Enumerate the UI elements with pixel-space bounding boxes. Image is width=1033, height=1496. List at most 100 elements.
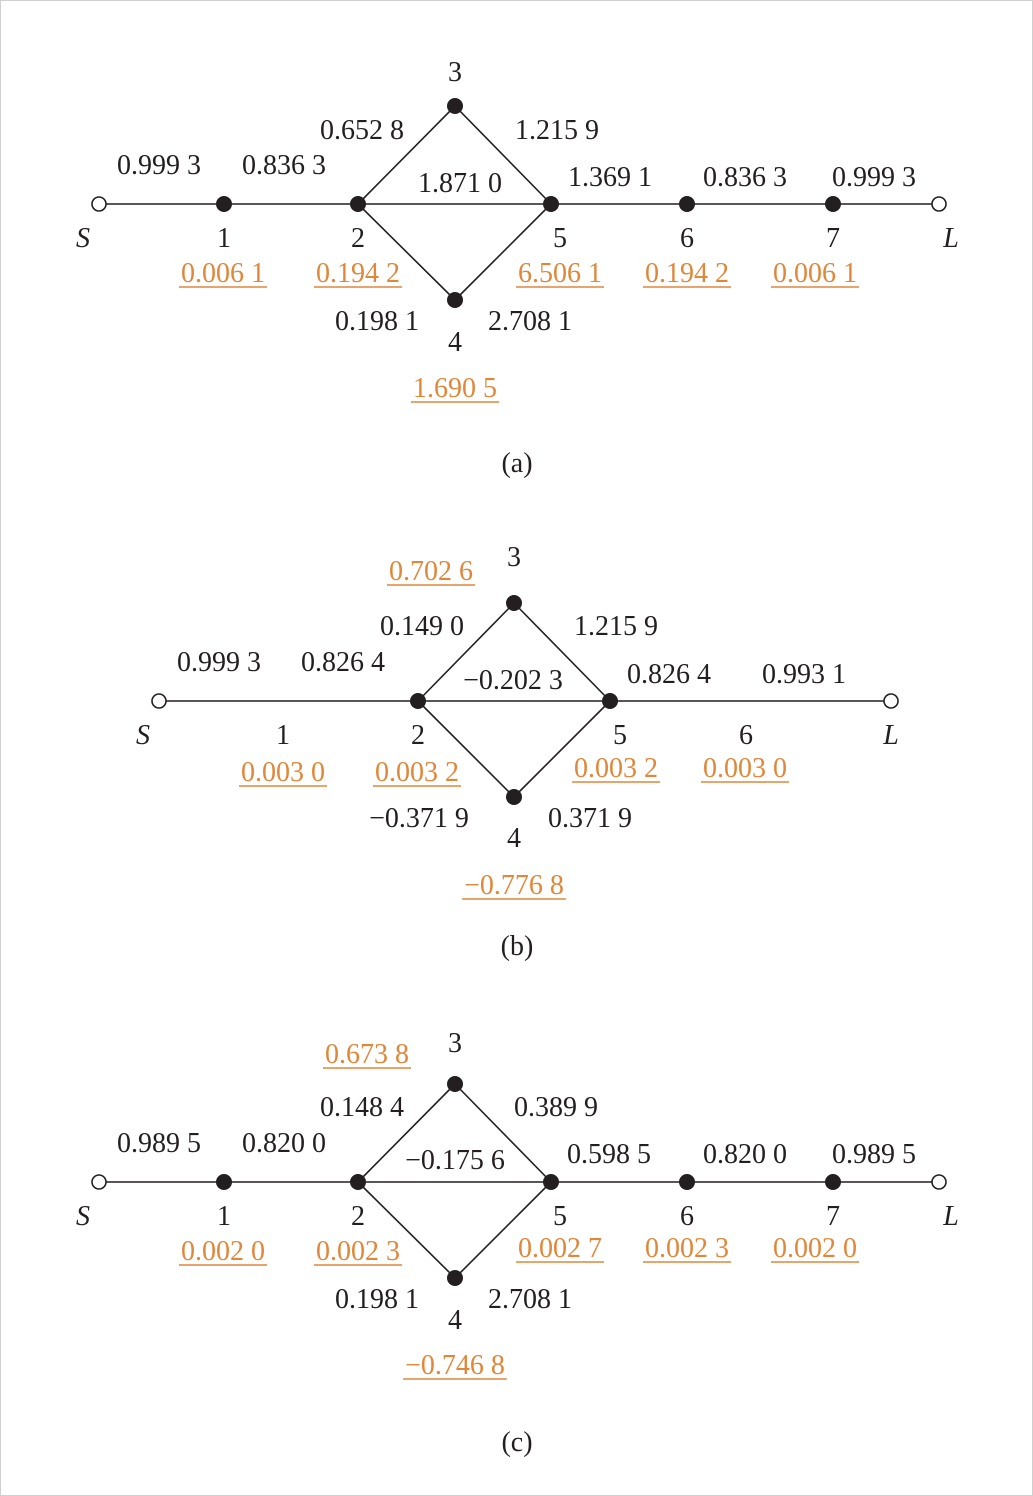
node-label-b-S: S [136, 720, 150, 751]
highlighted-value-a: 0.194 2 [645, 258, 729, 289]
terminal-b-S [151, 693, 167, 709]
edge-value-a: 2.708 1 [488, 306, 572, 337]
edge-c-2-3 [357, 1083, 456, 1183]
caption-a: (a) [501, 448, 532, 479]
node-a-6 [679, 196, 695, 212]
node-label-a-1: 1 [217, 223, 231, 254]
edge-value-b: −0.202 3 [463, 665, 563, 696]
terminal-a-L [931, 196, 947, 212]
highlighted-value-b: 0.003 0 [703, 753, 787, 784]
highlighted-value-c: −0.746 8 [405, 1350, 505, 1381]
node-label-a-7: 7 [826, 223, 840, 254]
highlighted-value-a: 0.006 1 [181, 258, 265, 289]
edge-a-3-5 [454, 105, 552, 205]
node-b-2 [410, 693, 426, 709]
edge-b-4-5 [513, 700, 611, 798]
node-label-c-L: L [942, 1201, 959, 1232]
edge-value-a: 0.198 1 [335, 306, 419, 337]
edge-value-b: −0.371 9 [369, 803, 469, 834]
highlighted-value-c: 0.002 3 [316, 1236, 400, 1267]
edge-value-b: 0.826 4 [627, 659, 711, 690]
edge-value-c: 0.598 5 [567, 1139, 651, 1170]
edge-b-2-4 [417, 700, 515, 798]
edge-value-a: 0.999 3 [117, 150, 201, 181]
edge-value-c: 0.389 9 [514, 1092, 598, 1123]
node-label-c-5: 5 [553, 1201, 567, 1232]
edge-a-4-5 [454, 203, 552, 301]
highlighted-value-c: 0.002 0 [773, 1233, 857, 1264]
highlighted-value-c: 0.002 7 [518, 1233, 602, 1264]
node-label-c-4: 4 [448, 1305, 462, 1336]
edge-c-4-5 [454, 1181, 552, 1279]
highlighted-value-b: 0.003 0 [241, 757, 325, 788]
edge-b-3-5 [513, 602, 611, 702]
node-c-6 [679, 1174, 695, 1190]
edge-value-a: 0.652 8 [320, 115, 404, 146]
node-label-b-1: 1 [276, 720, 290, 751]
node-c-7 [825, 1174, 841, 1190]
highlighted-value-a: 1.690 5 [413, 373, 497, 404]
terminal-c-L [931, 1174, 947, 1190]
highlighted-value-b: 0.003 2 [574, 753, 658, 784]
caption-b: (b) [501, 931, 534, 962]
node-a-3 [447, 98, 463, 114]
node-label-b-3: 3 [507, 542, 521, 573]
edge-value-c: −0.175 6 [405, 1145, 505, 1176]
node-label-b-6: 6 [739, 720, 753, 751]
node-b-5 [602, 693, 618, 709]
edge-c-3-5 [454, 1083, 552, 1183]
edge-b-2-3 [417, 602, 515, 702]
edge-value-b: 0.993 1 [762, 659, 846, 690]
node-label-a-L: L [942, 223, 959, 254]
node-label-b-L: L [882, 720, 899, 751]
highlighted-value-c: 0.673 8 [325, 1039, 409, 1070]
node-label-c-6: 6 [680, 1201, 694, 1232]
edge-value-b: 0.149 0 [380, 611, 464, 642]
node-label-a-3: 3 [448, 57, 462, 88]
caption-c: (c) [501, 1427, 532, 1458]
node-c-3 [447, 1076, 463, 1092]
edge-value-a: 0.836 3 [703, 162, 787, 193]
highlighted-value-c: 0.002 0 [181, 1236, 265, 1267]
node-a-2 [350, 196, 366, 212]
node-label-a-6: 6 [680, 223, 694, 254]
node-b-4 [506, 789, 522, 805]
edge-value-c: 0.198 1 [335, 1284, 419, 1315]
highlighted-value-a: 6.506 1 [518, 258, 602, 289]
edge-value-b: 0.826 4 [301, 647, 385, 678]
edge-a-2-4 [357, 203, 456, 301]
highlighted-value-a: 0.006 1 [773, 258, 857, 289]
node-c-1 [216, 1174, 232, 1190]
highlighted-value-b: −0.776 8 [464, 870, 564, 901]
node-b-3 [506, 595, 522, 611]
node-a-4 [447, 292, 463, 308]
node-a-7 [825, 196, 841, 212]
edge-value-a: 0.836 3 [242, 150, 326, 181]
node-a-5 [543, 196, 559, 212]
terminal-b-L [883, 693, 899, 709]
node-label-c-3: 3 [448, 1028, 462, 1059]
node-c-5 [543, 1174, 559, 1190]
edge-a-2-3 [357, 105, 456, 205]
highlighted-value-b: 0.003 2 [375, 757, 459, 788]
terminal-a-S [91, 196, 107, 212]
node-c-4 [447, 1270, 463, 1286]
node-label-a-S: S [76, 223, 90, 254]
node-label-c-7: 7 [826, 1201, 840, 1232]
node-label-b-5: 5 [613, 720, 627, 751]
node-label-c-1: 1 [217, 1201, 231, 1232]
node-label-c-2: 2 [351, 1201, 365, 1232]
edge-value-b: 0.999 3 [177, 647, 261, 678]
edge-value-a: 0.999 3 [832, 162, 916, 193]
edge-value-a: 1.369 1 [568, 162, 652, 193]
highlighted-value-b: 0.702 6 [389, 556, 473, 587]
edge-value-c: 0.989 5 [832, 1139, 916, 1170]
edge-value-a: 1.871 0 [418, 168, 502, 199]
node-label-b-4: 4 [507, 823, 521, 854]
edge-value-c: 0.820 0 [703, 1139, 787, 1170]
edge-value-c: 0.148 4 [320, 1092, 404, 1123]
edge-value-b: 0.371 9 [548, 803, 632, 834]
node-label-c-S: S [76, 1201, 90, 1232]
edge-value-b: 1.215 9 [574, 611, 658, 642]
